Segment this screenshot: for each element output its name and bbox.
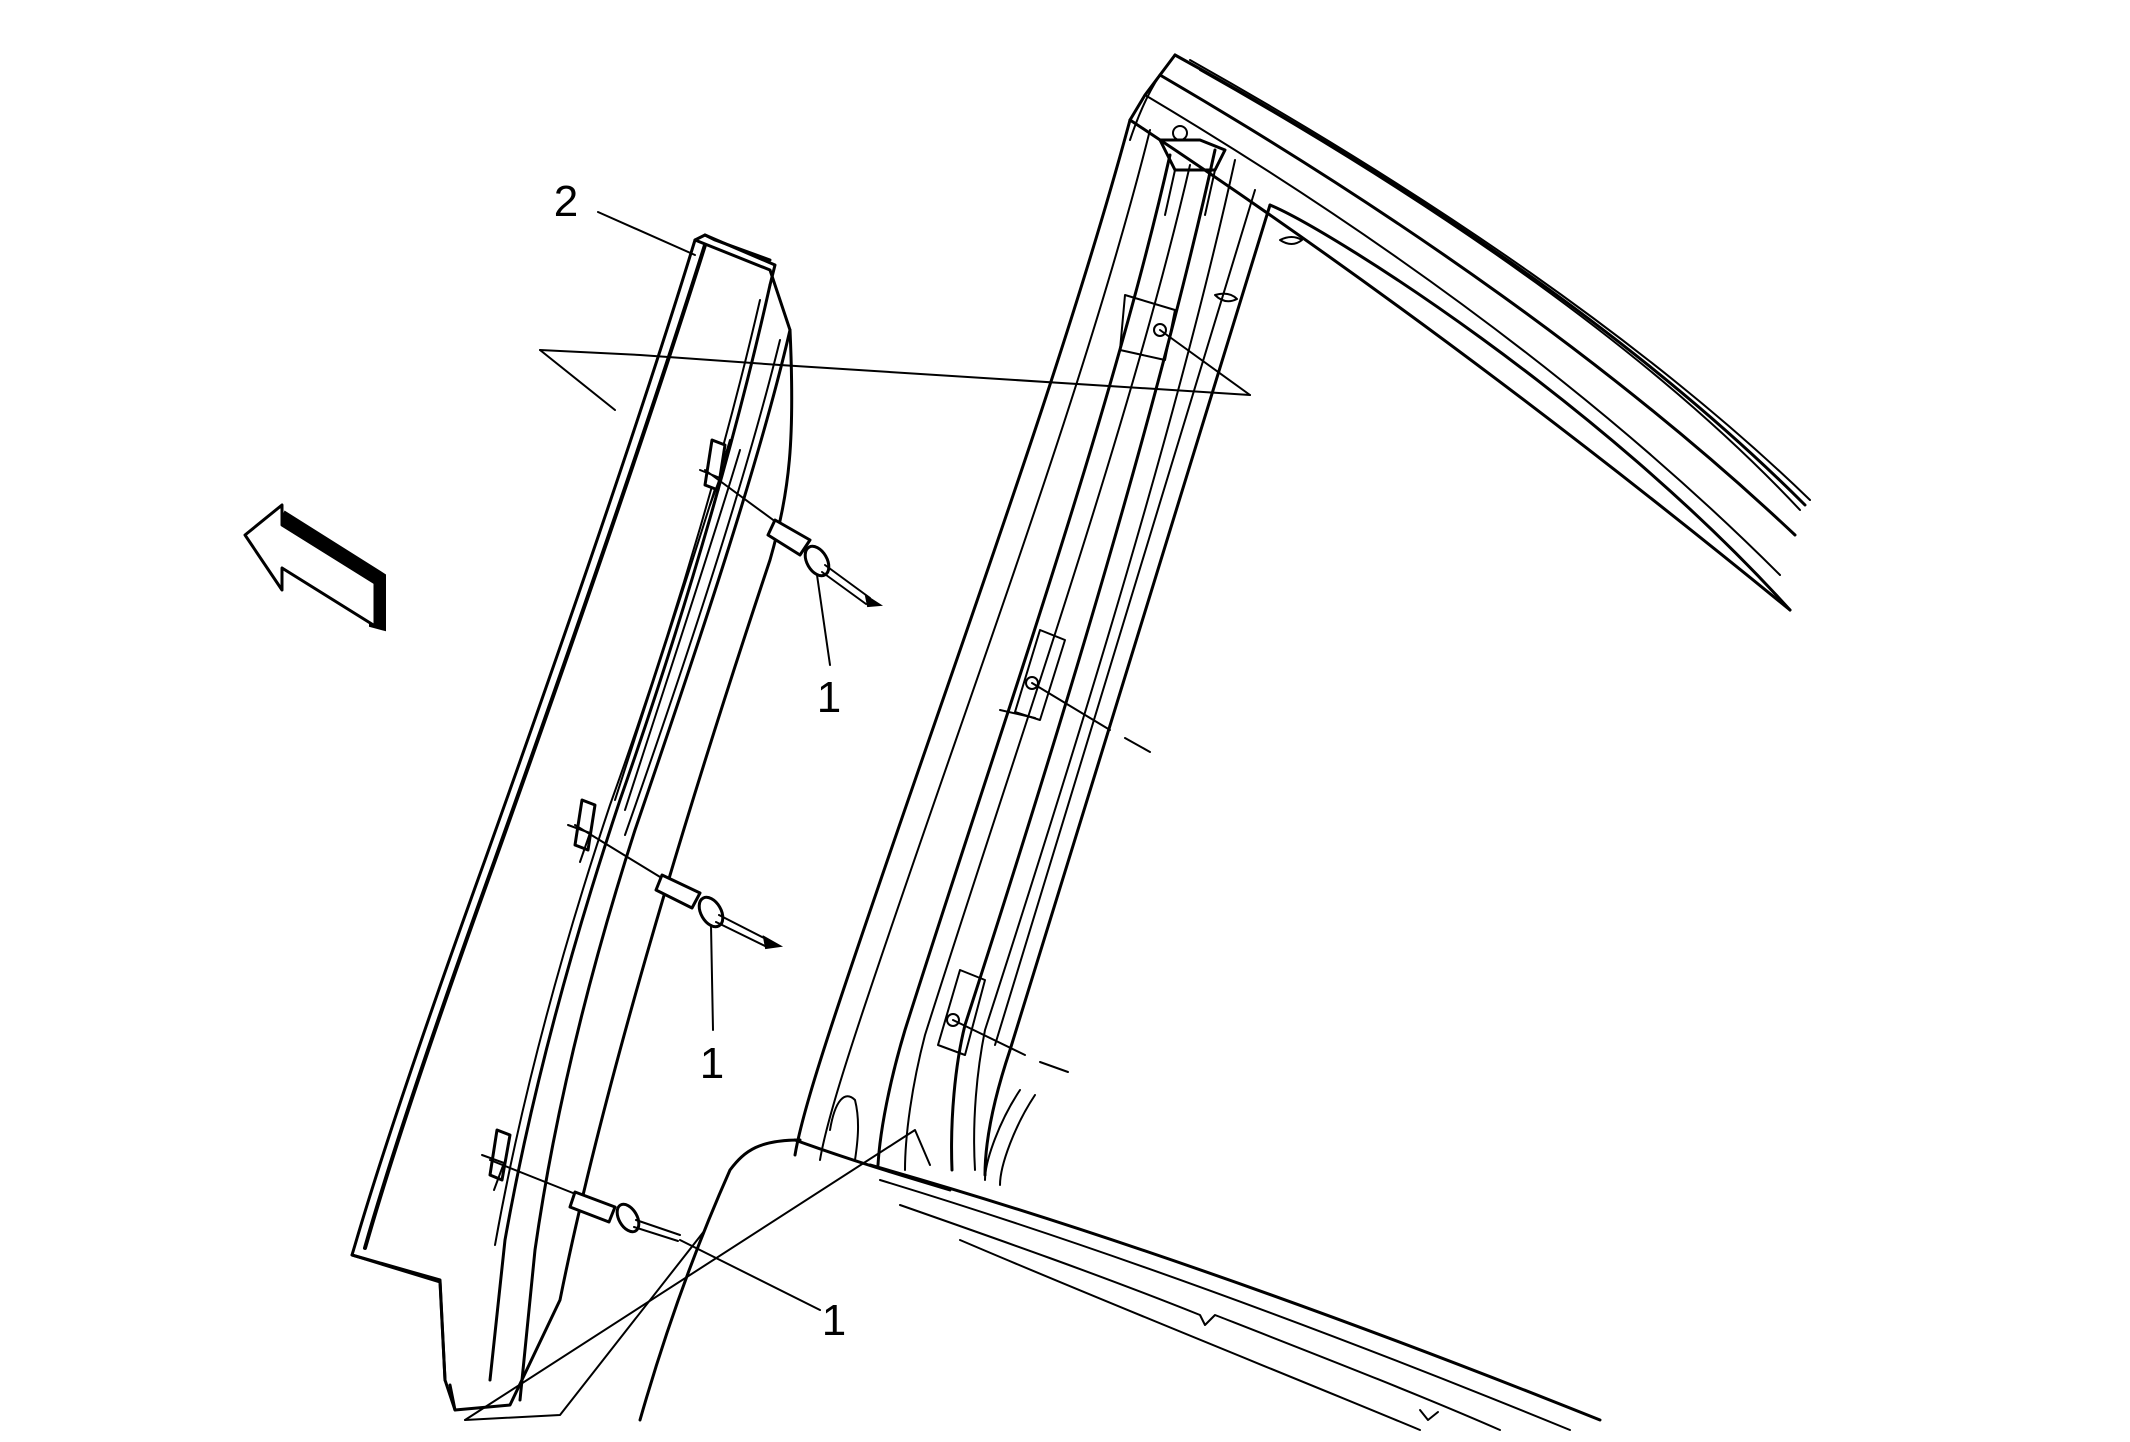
alignment-lines bbox=[464, 329, 1251, 1421]
callout-molding-label: 2 bbox=[554, 177, 578, 226]
callout-pin-lower-label: 1 bbox=[822, 1296, 846, 1345]
pillar-molding bbox=[350, 233, 794, 1412]
leader-lines bbox=[597, 211, 831, 1311]
retainer-pin-middle bbox=[574, 824, 784, 950]
leader-molding bbox=[597, 211, 696, 256]
retainer-pin-lower bbox=[489, 1159, 681, 1242]
callout-pin-upper-label: 1 bbox=[817, 673, 841, 722]
leader-pin-lower bbox=[679, 1239, 821, 1311]
callout-pin-middle-label: 1 bbox=[700, 1039, 724, 1088]
leader-pin-middle bbox=[710, 924, 714, 1031]
vehicle-body-frame bbox=[638, 53, 1811, 1431]
view-direction-arrow-icon bbox=[243, 503, 386, 632]
leader-pin-upper bbox=[816, 574, 831, 666]
retainer-pin-upper bbox=[704, 469, 884, 608]
